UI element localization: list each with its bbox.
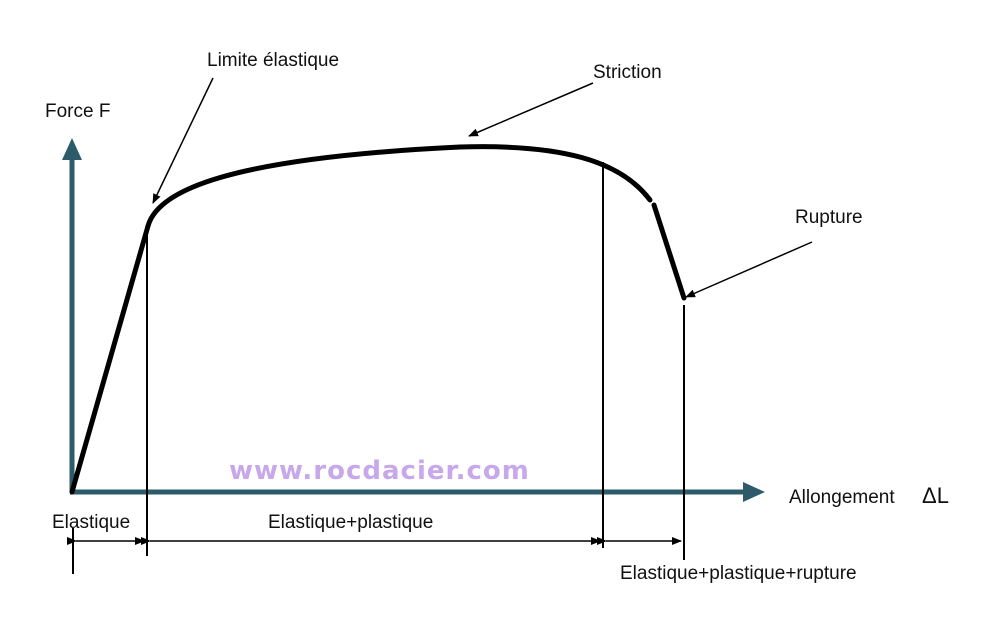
limite-elastique-label: Limite élastique (207, 50, 339, 71)
zone-elastique-label: Elastique (52, 512, 130, 533)
striction-label: Striction (593, 62, 662, 83)
watermark-text: www.rocdacier.com (229, 456, 530, 486)
necking-drop-segment (651, 202, 687, 301)
striction-pointer (468, 82, 594, 137)
x-axis-symbol: ΔL (922, 483, 949, 508)
zone-elastique-plastique-label: Elastique+plastique (268, 512, 433, 533)
axes (62, 138, 765, 502)
rupture-pointer (685, 241, 813, 298)
zone-dividers (72, 162, 685, 574)
callout-arrows (152, 77, 813, 298)
rupture-label: Rupture (795, 207, 863, 228)
x-axis-label: Allongement (789, 487, 895, 508)
y-axis-arrowhead (62, 138, 82, 160)
force-elongation-curve (69, 144, 687, 495)
y-axis-label: Force F (45, 101, 110, 122)
zone-elastique-plastique-rupture-label: Elastique+plastique+rupture (620, 563, 857, 584)
plastic-segment (145, 144, 653, 229)
limite-elastique-pointer (152, 77, 214, 204)
x-axis-arrowhead (743, 482, 765, 502)
elastic-segment (69, 223, 151, 495)
